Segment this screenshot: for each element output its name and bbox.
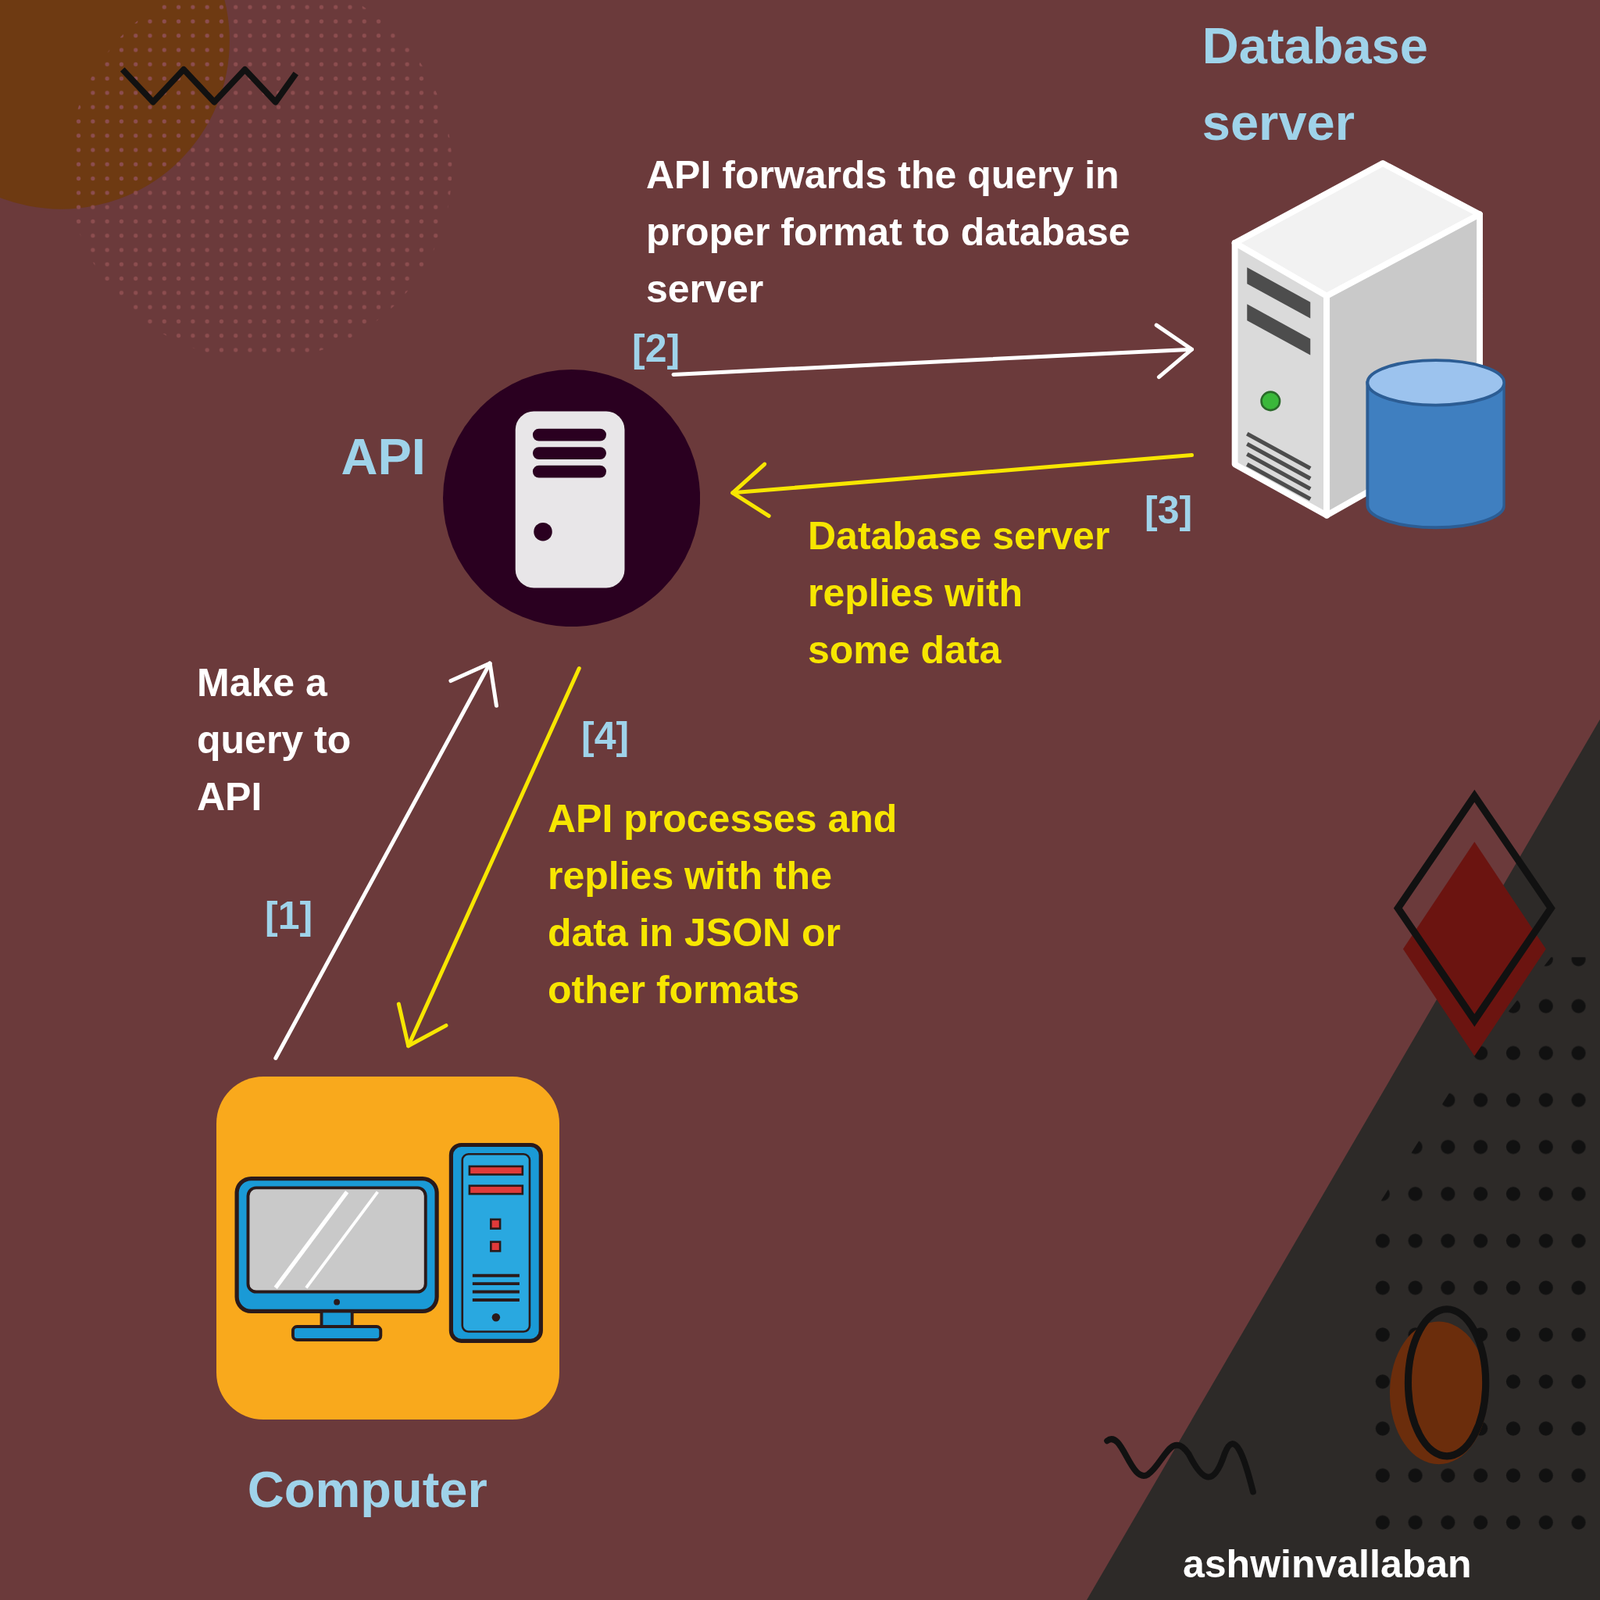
connector-arrow bbox=[732, 455, 1193, 517]
callout-number: [3] bbox=[1144, 482, 1193, 540]
deco-zigzag bbox=[122, 69, 297, 103]
deco-diamond-outline bbox=[1397, 796, 1551, 1021]
edge-label: Make a query to API bbox=[196, 654, 393, 826]
node-icon bbox=[442, 369, 700, 627]
computer-node: Computer bbox=[216, 1076, 560, 1420]
deco-squiggle bbox=[1107, 1439, 1254, 1493]
callout-number: [2] bbox=[632, 320, 680, 378]
node-icon bbox=[236, 1144, 541, 1341]
deco-dot-field bbox=[68, 0, 453, 361]
node-icon bbox=[1234, 163, 1504, 528]
connector-line bbox=[673, 349, 1193, 375]
node-heading: Computer bbox=[196, 1460, 540, 1519]
node-icon bbox=[216, 1076, 560, 1420]
arrowhead bbox=[1156, 325, 1192, 377]
database-server-node: Database server bbox=[1219, 153, 1506, 531]
connector-arrow bbox=[673, 325, 1193, 377]
api-node: API bbox=[442, 369, 700, 627]
arrowhead bbox=[398, 1003, 447, 1047]
node-heading: API bbox=[340, 427, 425, 486]
callout-number: [4] bbox=[581, 707, 629, 765]
connector-line bbox=[732, 455, 1193, 493]
arrowhead bbox=[450, 663, 497, 706]
node-icon bbox=[442, 369, 700, 627]
callout-number: [1] bbox=[264, 887, 313, 945]
watermark: ashwinvallaban bbox=[1182, 1535, 1472, 1593]
deco-triangle bbox=[1086, 719, 1600, 1600]
edge-label: Database server replies with some data bbox=[807, 507, 1121, 679]
node-heading: Database server bbox=[1202, 7, 1484, 161]
node-icon bbox=[1219, 153, 1506, 531]
edge-label: API processes and replies with the data … bbox=[547, 790, 908, 1019]
arrowhead bbox=[732, 464, 769, 516]
edge-label: API forwards the query in proper format … bbox=[646, 146, 1147, 318]
deco-ellipse-outline bbox=[1407, 1309, 1486, 1457]
